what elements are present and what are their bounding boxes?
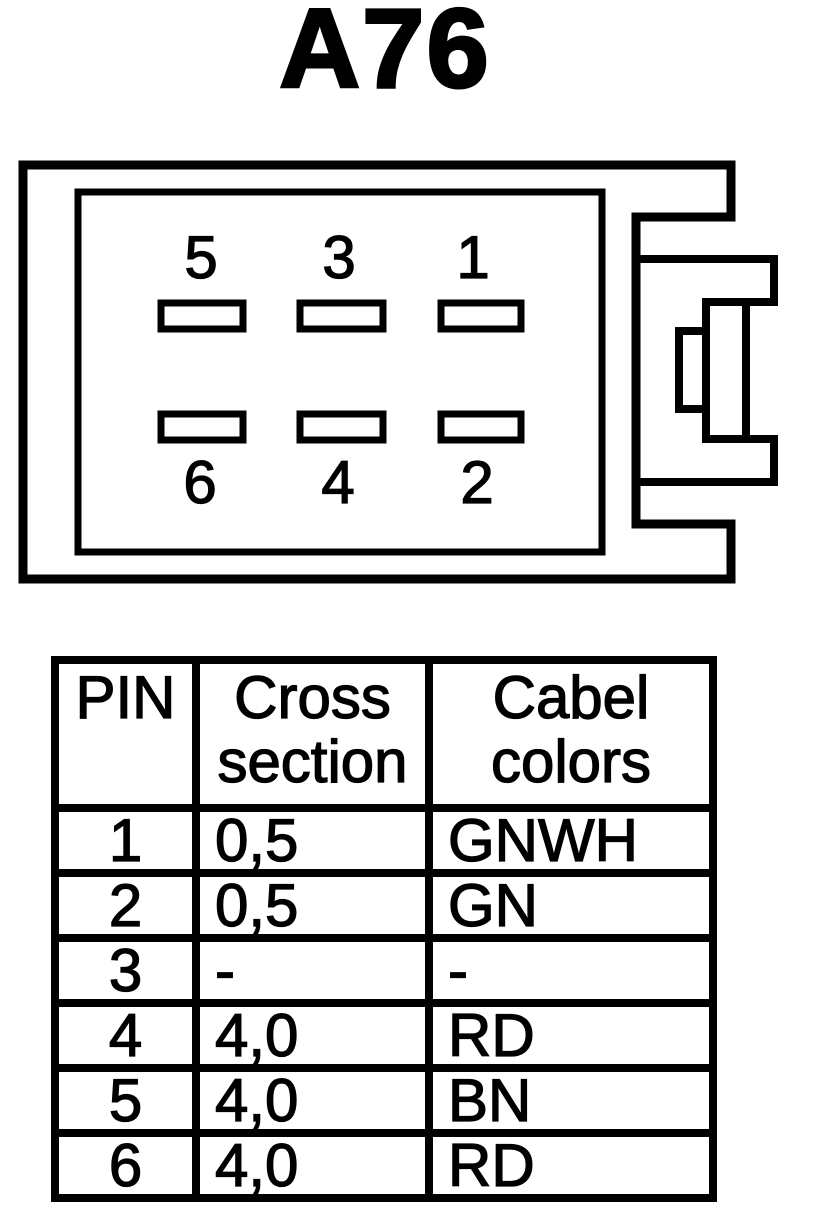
row-2-cross-section: 0,5 — [200, 875, 425, 936]
connector-key-tab — [675, 327, 706, 413]
row-6-cross-section: 4,0 — [200, 1135, 425, 1196]
pin-slot-3 — [296, 299, 387, 333]
row-4-cable-color: RD — [433, 1005, 709, 1066]
pin-label-4: 4 — [321, 449, 356, 516]
connector-body-outline — [18, 160, 736, 584]
connector-diagram — [18, 160, 778, 584]
row-1-cable-color: GNWH — [433, 810, 709, 871]
row-4-cross-section: 4,0 — [200, 1005, 425, 1066]
row-1-pin: 1 — [59, 810, 192, 871]
pin-slot-5 — [157, 299, 247, 333]
row-1-cross-section: 0,5 — [200, 810, 425, 871]
pin-label-3: 3 — [322, 224, 357, 291]
row-2-pin: 2 — [59, 875, 192, 936]
row-3-cable-color: - — [433, 940, 709, 1001]
pin-label-6: 6 — [183, 449, 218, 516]
row-5-cross-section: 4,0 — [200, 1070, 425, 1131]
row-2-cable-color: GN — [433, 875, 709, 936]
row-6-pin: 6 — [59, 1135, 192, 1196]
pin-slot-4 — [296, 410, 387, 444]
page-title: A76 — [278, 0, 491, 111]
pin-label-5: 5 — [184, 224, 219, 291]
pin-label-2: 2 — [460, 449, 495, 516]
col-header-cross-section: Cross section — [200, 664, 425, 804]
row-3-cross-section: - — [200, 940, 425, 1001]
col-header-pin: PIN — [59, 664, 192, 804]
pin-label-1: 1 — [456, 224, 491, 291]
pin-slot-6 — [157, 410, 247, 444]
row-4-pin: 4 — [59, 1005, 192, 1066]
row-3-pin: 3 — [59, 940, 192, 1001]
connector-inner-frame — [74, 188, 606, 556]
row-5-cable-color: BN — [433, 1070, 709, 1131]
row-5-pin: 5 — [59, 1070, 192, 1131]
connector-key-bracket — [636, 255, 778, 486]
row-6-cable-color: RD — [433, 1135, 709, 1196]
pin-table: PIN Cross section Cabel colors 1 0,5 GNW… — [51, 656, 717, 1202]
pin-slot-1 — [437, 299, 525, 333]
pin-slot-2 — [437, 410, 525, 444]
col-header-cabel-colors: Cabel colors — [433, 664, 709, 804]
